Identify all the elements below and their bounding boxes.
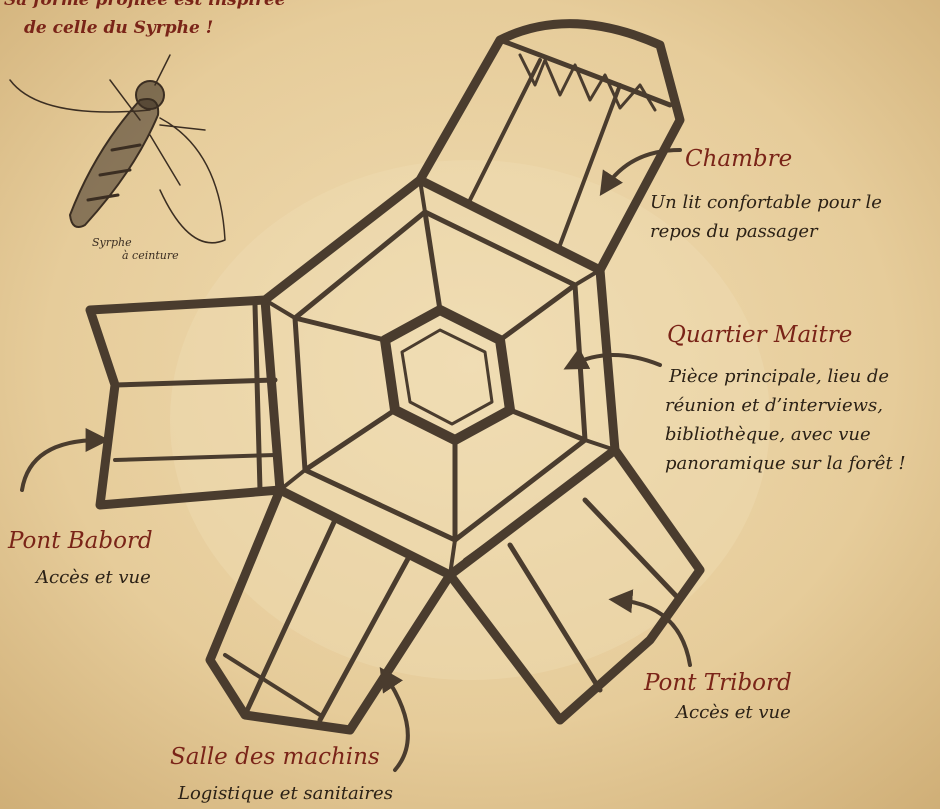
sketch-caption: Syrphe à ceinture bbox=[92, 236, 179, 262]
chambre-title: Chambre bbox=[685, 146, 792, 172]
intro-line-1: Sa forme profilée est inspirée bbox=[4, 0, 286, 14]
salle-machins-description: Logistique et sanitaires bbox=[178, 779, 393, 808]
quartier-desc-line-1: Pièce principale, lieu de bbox=[665, 362, 906, 391]
quartier-desc-line-2: réunion et d’interviews, bbox=[665, 391, 906, 420]
pont-tribord-description: Accès et vue bbox=[676, 698, 791, 727]
quartier-desc-line-4: panoramique sur la forêt ! bbox=[665, 449, 906, 478]
pont-babord-title: Pont Babord bbox=[8, 528, 153, 554]
quartier-maitre-title: Quartier Maitre bbox=[667, 322, 852, 348]
sketch-caption-line-1: Syrphe bbox=[92, 236, 179, 249]
pont-babord-description: Accès et vue bbox=[36, 563, 151, 592]
quartier-desc-line-3: bibliothèque, avec vue bbox=[665, 420, 906, 449]
intro-caption: Sa forme profilée est inspirée de celle … bbox=[4, 0, 286, 42]
intro-line-2: de celle du Syrphe ! bbox=[4, 14, 286, 42]
chambre-description: Un lit confortable pour le repos du pass… bbox=[650, 188, 882, 246]
sketch-caption-line-2: à ceinture bbox=[92, 249, 179, 262]
chambre-desc-line-1: Un lit confortable pour le bbox=[650, 188, 882, 217]
quartier-maitre-description: Pièce principale, lieu de réunion et d’i… bbox=[665, 362, 906, 478]
pont-tribord-title: Pont Tribord bbox=[644, 670, 792, 696]
salle-machins-title: Salle des machins bbox=[170, 744, 380, 770]
chambre-desc-line-2: repos du passager bbox=[650, 217, 882, 246]
